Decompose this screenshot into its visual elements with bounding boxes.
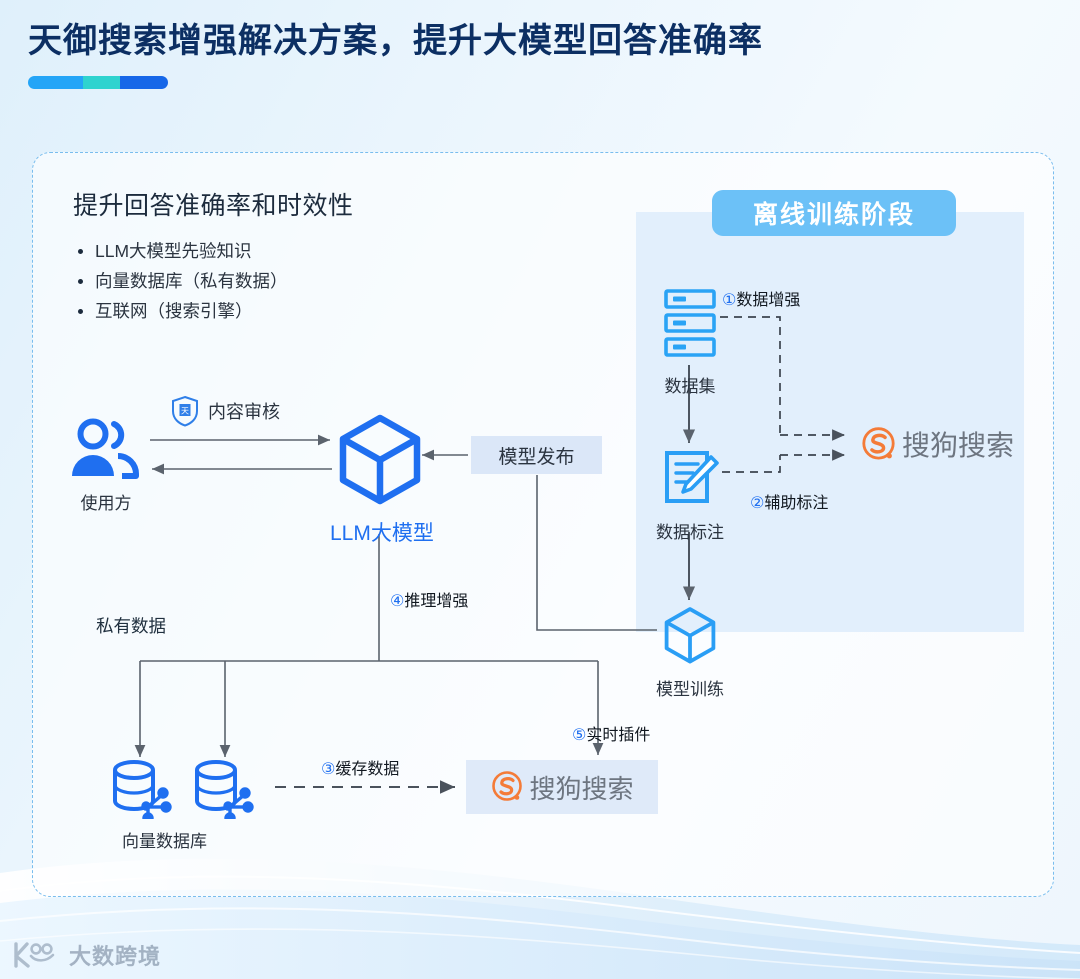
list-item: LLM大模型先验知识 [73,236,503,266]
step-text: 实时插件 [586,727,651,744]
cube-icon [339,414,421,505]
document-pencil-icon [665,451,719,503]
sogou-logo-text: 搜狗搜索 [529,773,634,804]
lead-text-block: 提升回答准确率和时效性 LLM大模型先验知识 向量数据库（私有数据） 互联网（搜… [73,186,503,326]
watermark: 大数跨境 [10,939,161,971]
sogou-s-icon [862,426,895,460]
node-data-annotation: 数据标注 [645,447,735,543]
sogou-s-icon [492,771,523,801]
step-label-5: ⑤实时插件 [572,721,650,745]
lead-title: 提升回答准确率和时效性 [73,192,354,220]
sogou-search-plugin-box: 搜狗搜索 [466,760,658,814]
node-vector-database: 向量数据库 [108,757,288,852]
sogou-logo: 搜狗搜索 [860,424,1014,464]
database-network-icon [113,760,172,819]
node-user-label: 使用方 [80,494,132,513]
node-model-training-label: 模型训练 [656,680,724,699]
step-label-1: ①数据增强 [722,286,800,310]
page-title: 天御搜索增强解决方案，提升大模型回答准确率 [28,22,763,60]
svg-text:天: 天 [181,407,189,416]
step-label-2: ②辅助标注 [750,489,828,513]
list-item: 互联网（搜索引擎） [73,296,503,326]
step-number: ⑤ [572,727,587,744]
cube-icon [664,607,716,664]
watermark-text: 大数跨境 [69,944,162,969]
content-review-label: 内容审核 [208,402,280,422]
sogou-logo: 搜狗搜索 [490,769,634,806]
node-dataset: 数据集 [645,285,735,397]
step-text: 辅助标注 [764,495,829,512]
node-vector-database-label: 向量数据库 [122,832,207,851]
accent-segment-3 [120,76,168,89]
sogou-search-right: 搜狗搜索 [860,424,1014,464]
step-text: 推理增强 [404,593,469,610]
title-accent-bar [28,76,168,89]
step-number: ① [722,292,737,309]
node-data-annotation-label: 数据标注 [656,523,724,542]
node-llm-label: LLM大模型 [330,522,434,545]
step-label-4: ④推理增强 [390,587,468,611]
step-number: ② [750,495,765,512]
private-data-label: 私有数据 [96,616,166,636]
content-review-group: 天 内容审核 [170,395,280,427]
shield-audit-icon: 天 [172,395,198,427]
list-item: 向量数据库（私有数据） [73,266,503,296]
node-user: 使用方 [62,418,150,514]
node-llm: LLM大模型 [330,410,434,547]
step-label-3: ③缓存数据 [321,755,399,779]
lead-bullet-list: LLM大模型先验知识 向量数据库（私有数据） 互联网（搜索引擎） [73,236,503,326]
server-stack-icon [664,289,716,357]
step-text: 缓存数据 [335,761,400,778]
node-dataset-label: 数据集 [664,377,716,396]
step-number: ④ [390,593,405,610]
users-icon [72,418,139,479]
page-header: 天御搜索增强解决方案，提升大模型回答准确率 [28,18,763,89]
offline-training-badge: 离线训练阶段 [712,190,956,236]
model-publish-box: 模型发布 [471,436,602,474]
database-network-icon [195,760,254,819]
accent-segment-2 [82,76,121,89]
offline-training-panel [636,212,1024,632]
step-number: ③ [321,761,336,778]
node-model-training: 模型训练 [651,604,729,700]
k100-logo-icon [14,942,55,968]
sogou-logo-text: 搜狗搜索 [902,430,1015,461]
accent-segment-1 [28,76,83,89]
step-text: 数据增强 [736,292,801,309]
